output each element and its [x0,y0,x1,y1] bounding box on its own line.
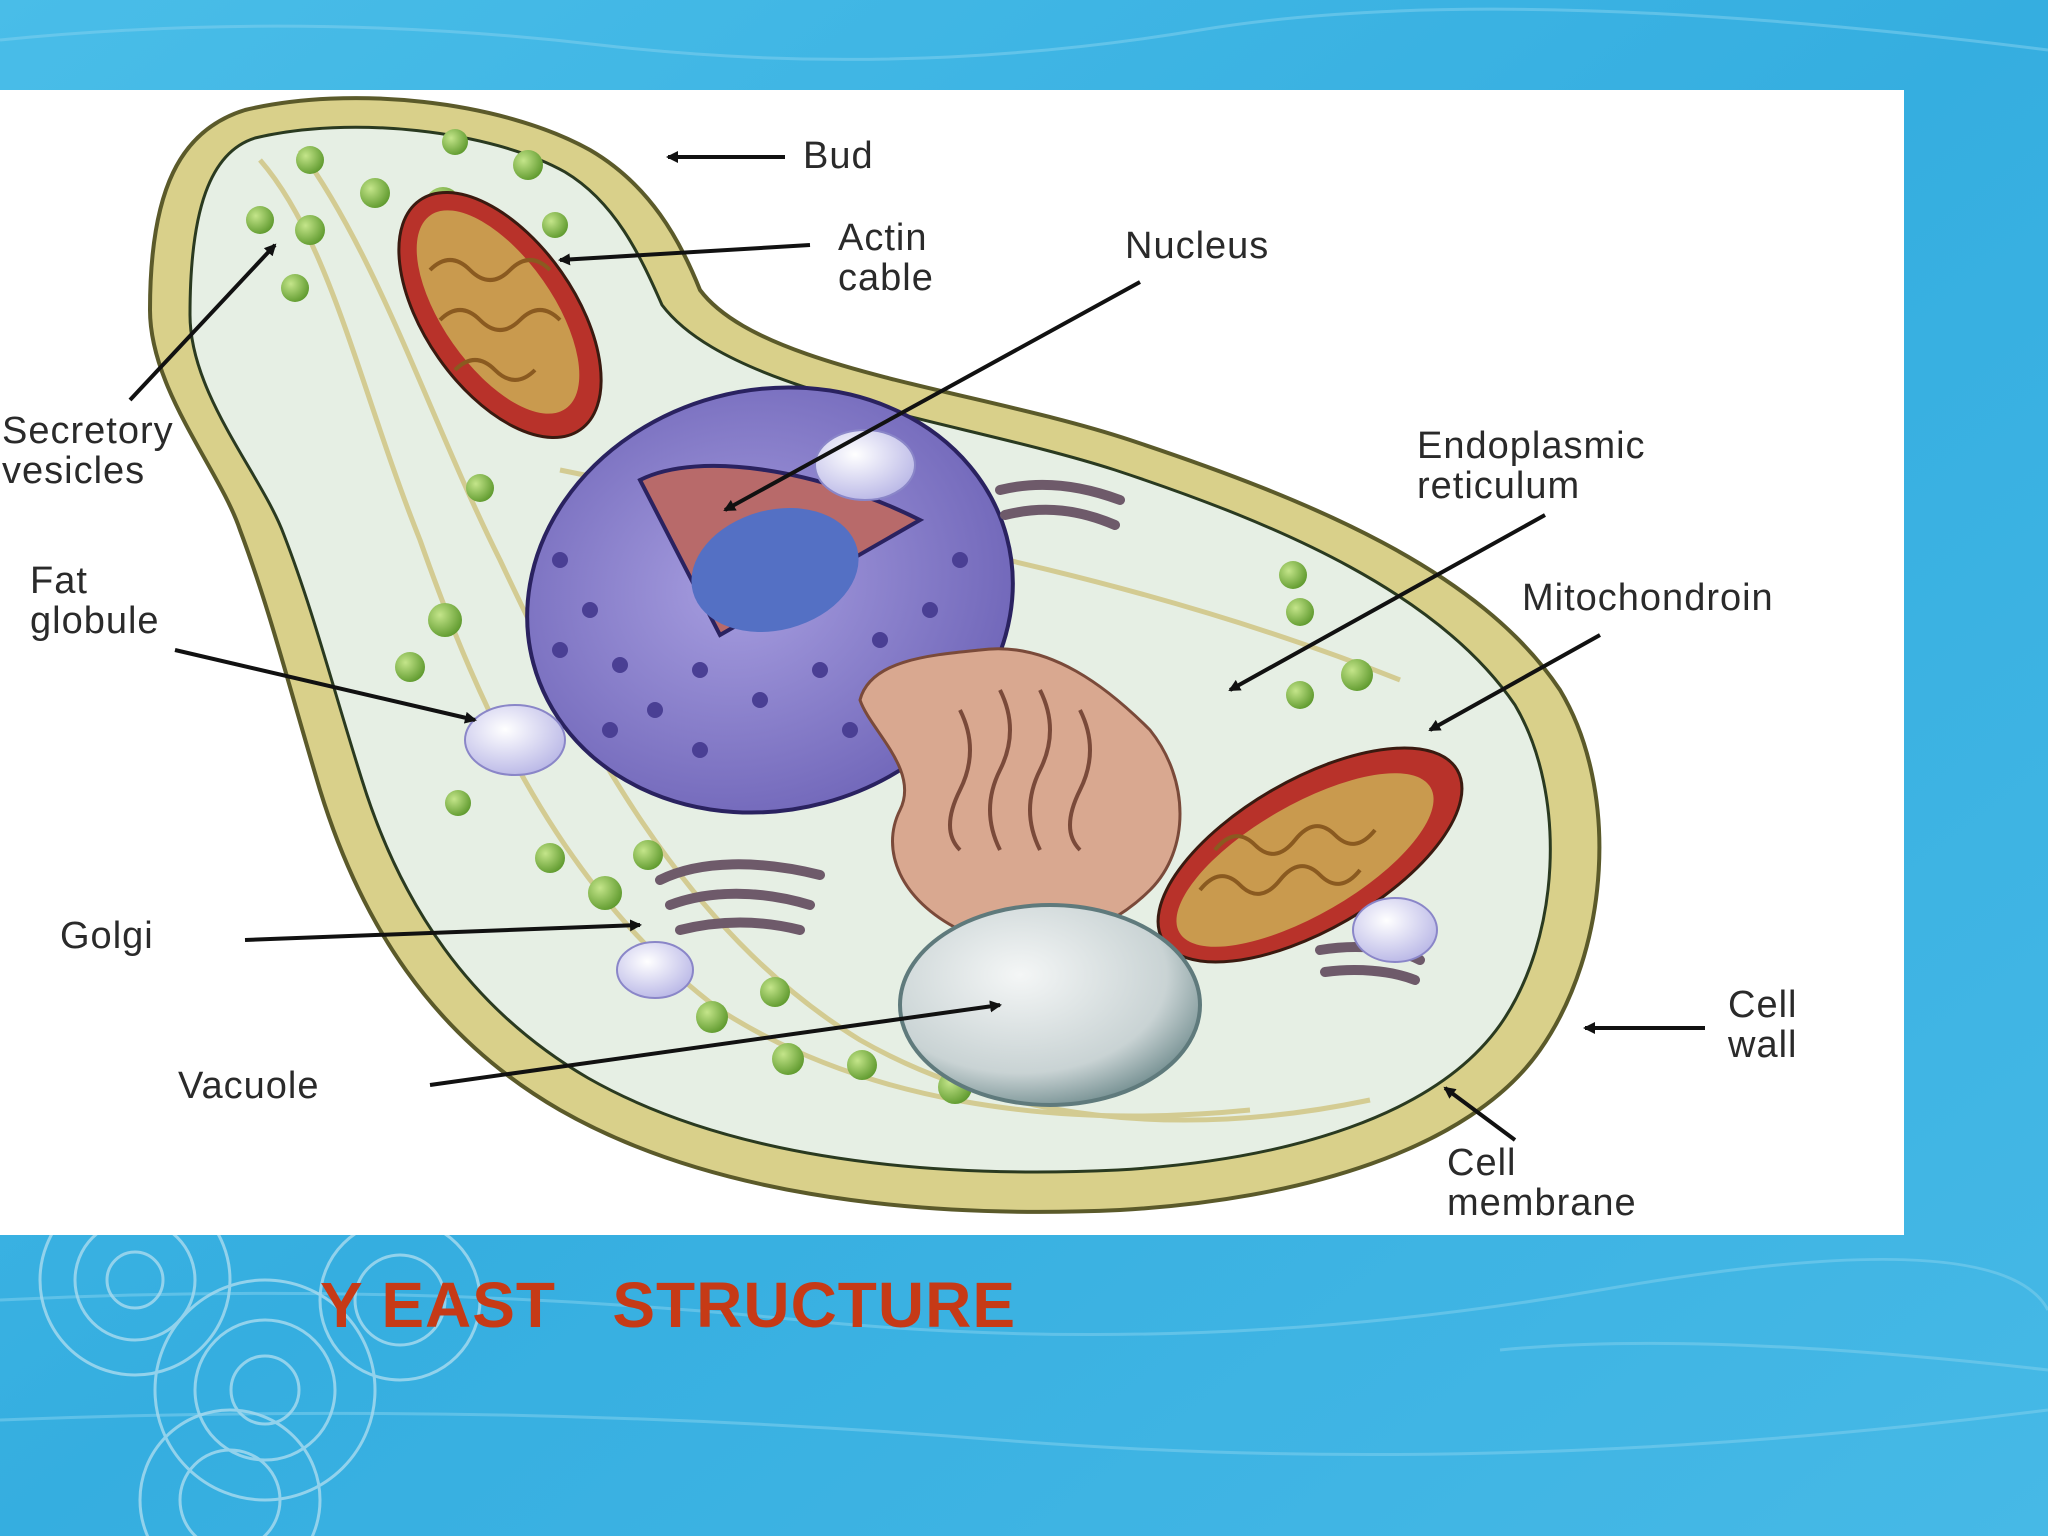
label-secretory-vesicles-line2: vesicles [2,450,145,492]
yeast-cell-diagram: Bud Actin cable Nucleus Secretory vesicl… [2,96,1797,1224]
label-actin-cable-line1: Actin [838,217,927,259]
label-cell-wall-line2: wall [1727,1024,1797,1066]
golgi [655,479,1425,985]
label-nucleus: Nucleus [1125,225,1269,267]
label-fat-globule-line1: Fat [30,560,88,602]
label-endoplasmic-reticulum-line1: Endoplasmic [1417,425,1646,467]
label-arrows [128,151,1705,1142]
endoplasmic-reticulum [858,647,1182,946]
secretory-vesicles [246,129,1373,1104]
label-endoplasmic-reticulum-line2: reticulum [1417,465,1580,507]
label-golgi: Golgi [60,915,154,957]
swirl-decoration [38,1183,482,1536]
label-vacuole: Vacuole [178,1065,320,1107]
label-cell-wall-line1: Cell [1728,984,1797,1026]
label-actin-cable-line2: cable [838,257,934,299]
label-fat-globule-line2: globule [30,600,160,642]
yeast-diagram-panel: Bud Actin cable Nucleus Secretory vesicl… [0,90,1904,1235]
mitochondrion-right [1156,746,1464,964]
slide-title: Y EAST STRUCTURE [320,1269,1016,1341]
fat-globules [464,429,1438,999]
label-secretory-vesicles-line1: Secretory [2,410,174,452]
label-cell-membrane-line2: membrane [1447,1182,1637,1224]
vacuole [898,903,1202,1107]
label-mitochondrion: Mitochondroin [1522,577,1774,619]
label-cell-membrane-line1: Cell [1447,1142,1516,1184]
label-bud: Bud [803,135,874,177]
mitochondrion-top [397,191,603,439]
